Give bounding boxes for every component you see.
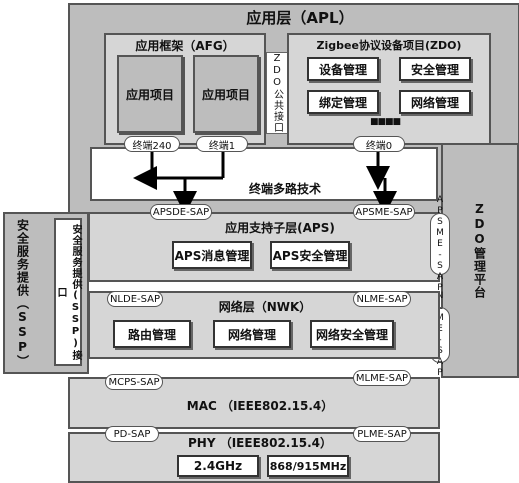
nlde-sap: NLDE-SAP [107, 291, 163, 307]
mac-title: MAC （IEEE802.15.4） [186, 398, 334, 413]
aps-title: 应用支持子层(APS) [225, 220, 335, 235]
zdo-title: Zigbee协议设备项目(ZDO) [316, 39, 462, 52]
nwk-network-mgmt: 网络管理 [213, 320, 291, 348]
aps-message-mgmt: APS消息管理 [172, 241, 252, 269]
apl-title: 应用层（APL） [246, 8, 354, 27]
pd-sap: PD-SAP [105, 426, 159, 442]
aps-security-mgmt: APS安全管理 [270, 241, 350, 269]
nlme-sap: NLME-SAP [353, 291, 411, 307]
apsde-sap: APSDE-SAP [150, 204, 212, 220]
aps-layer [88, 212, 440, 282]
mcps-sap: MCPS-SAP [105, 374, 163, 390]
app-object-2: 应用项目 [193, 55, 259, 133]
phy-band-868-915mhz: 868/915MHz [267, 455, 349, 477]
nwk-security-mgmt: 网络安全管理 [310, 320, 394, 348]
nwk-title: 网络层（NWK） [218, 299, 312, 314]
zdo-more-indicator: ■■■■ [370, 117, 401, 127]
zdo-binding-mgmt: 绑定管理 [307, 90, 379, 114]
zdo-network-mgmt: 网络管理 [399, 90, 471, 114]
phy-band-2-4ghz: 2.4GHz [177, 455, 259, 477]
multiplex-label: 终端多路技术 [248, 181, 321, 196]
nwk-routing-mgmt: 路由管理 [113, 320, 191, 348]
ssp-interface: 安全服务提供(SSP)接口 [54, 218, 82, 366]
apsme-sap: APSME-SAP [353, 204, 415, 220]
afg-title: 应用框架（AFG） [135, 38, 235, 53]
app-object-1: 应用项目 [117, 55, 183, 133]
mlme-sap: MLME-SAP [353, 370, 411, 386]
phy-title: PHY （IEEE802.15.4） [188, 435, 332, 450]
zdo-security-mgmt: 安全管理 [399, 57, 471, 81]
endpoint-0: 终端0 [353, 136, 405, 152]
ssp-outer-label: 安全服务提供（SSP） [15, 218, 30, 368]
zdo-platform-label: ZDO管理平台 [472, 201, 487, 299]
plme-sap: PLME-SAP [353, 426, 411, 442]
zdo-frame [287, 33, 491, 145]
zdo-apsme-sap: APSME-SAP [430, 195, 450, 294]
endpoint-1: 终端1 [196, 136, 248, 152]
zdo-device-mgmt: 设备管理 [307, 57, 379, 81]
endpoint-240: 终端240 [124, 136, 180, 152]
